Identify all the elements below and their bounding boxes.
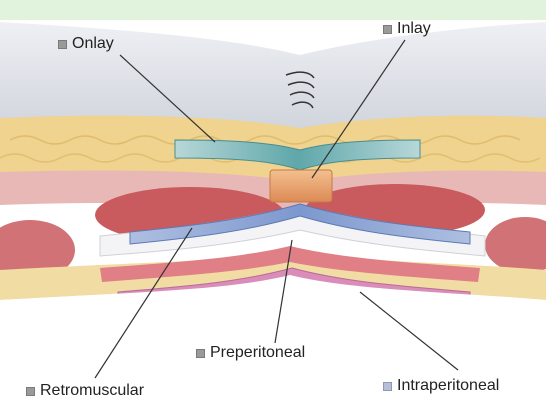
- preperitoneal-label: Preperitoneal: [196, 345, 305, 361]
- square-marker-icon: [196, 349, 205, 358]
- square-marker-icon: [383, 25, 392, 34]
- retromuscular-label-text: Retromuscular: [40, 383, 144, 399]
- inlay-mesh: [270, 170, 332, 202]
- retromuscular-label: Retromuscular: [26, 383, 144, 399]
- preperitoneal-label-text: Preperitoneal: [210, 345, 305, 361]
- right-lateral-muscle: [485, 217, 546, 273]
- onlay-label: Onlay: [58, 36, 114, 52]
- square-marker-icon: [26, 387, 35, 396]
- square-marker-icon: [58, 40, 67, 49]
- intraperitoneal-label-text: Intraperitoneal: [397, 378, 499, 394]
- inlay-label-text: Inlay: [397, 21, 431, 37]
- inlay-label: Inlay: [383, 21, 431, 37]
- onlay-label-text: Onlay: [72, 36, 114, 52]
- intraperitoneal-label: Intraperitoneal: [383, 378, 499, 394]
- square-marker-icon: [383, 382, 392, 391]
- top-band: [0, 0, 546, 20]
